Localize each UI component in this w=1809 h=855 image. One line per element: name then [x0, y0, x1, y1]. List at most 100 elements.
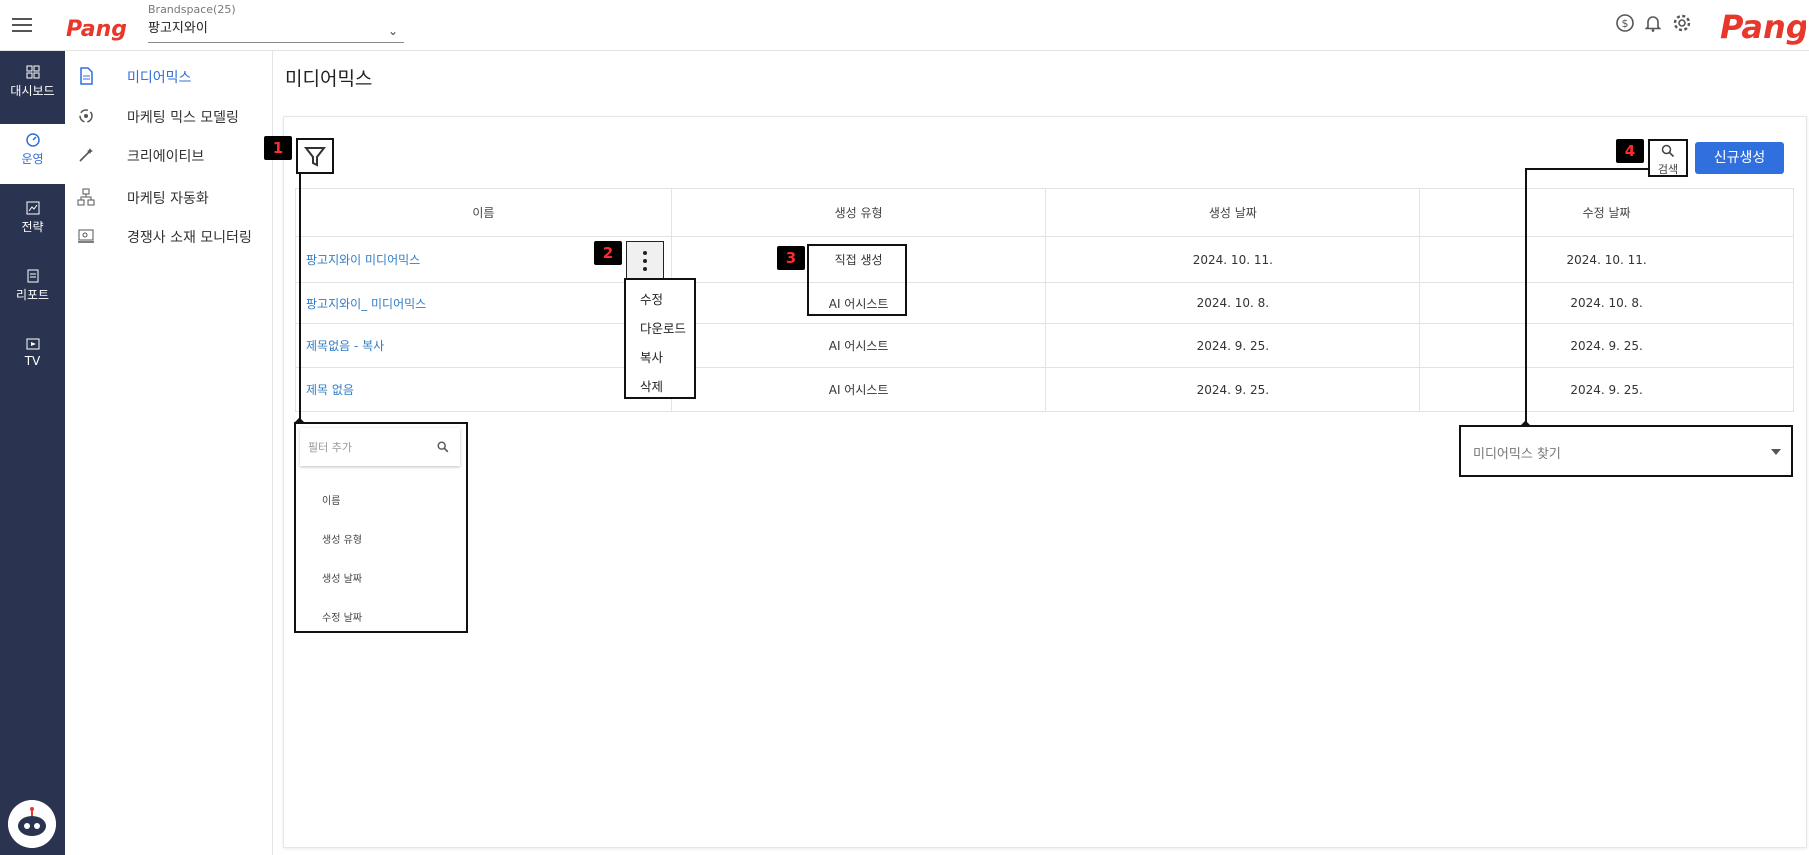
menu-item-download[interactable]: 다운로드 — [640, 321, 687, 336]
submenu-item-label: 미디어믹스 — [127, 70, 192, 86]
submenu-item-competitor-monitoring[interactable]: 경쟁사 소재 모니터링 — [65, 221, 272, 251]
menu-item-delete[interactable]: 삭제 — [640, 379, 664, 394]
rail-item-strategy[interactable]: 전략 — [0, 192, 65, 250]
row-context-menu: 수정 다운로드 복사 삭제 — [624, 278, 696, 399]
type-highlight-box — [807, 244, 907, 316]
rail-item-label: 운영 — [21, 152, 44, 166]
cycle-icon — [79, 109, 93, 123]
rail-item-label: TV — [24, 354, 41, 368]
chevron-down-icon: ⌄ — [387, 24, 398, 38]
rail-item-tv[interactable]: TV — [0, 328, 65, 386]
mediamix-table: 이름 생성 유형 생성 날짜 수정 날짜 팡고지와이 미디어믹스 직접 생성 2… — [295, 188, 1794, 412]
chatbot-avatar-icon[interactable] — [8, 800, 56, 848]
table-header-row: 이름 생성 유형 생성 날짜 수정 날짜 — [295, 188, 1794, 237]
svg-text:$: $ — [1622, 17, 1629, 30]
gauge-icon — [25, 133, 40, 147]
caret-down-icon — [1771, 449, 1781, 455]
column-header-modified[interactable]: 수정 날짜 — [1419, 188, 1794, 237]
filter-option-name[interactable]: 이름 — [322, 496, 341, 507]
row-created: 2024. 10. 8. — [1045, 282, 1421, 324]
column-header-created[interactable]: 생성 날짜 — [1045, 188, 1421, 237]
annotation-badge-1: 1 — [264, 136, 292, 160]
connector-line — [299, 174, 301, 422]
table-row: 팡고지와이_ 미디어믹스 AI 어시스트 2024. 10. 8. 2024. … — [295, 282, 1794, 324]
filter-dropdown: 필터 추가 이름 생성 유형 생성 날짜 수정 날짜 — [294, 422, 468, 633]
filter-option-modified[interactable]: 수정 날짜 — [322, 613, 362, 624]
hamburger-menu-icon[interactable] — [12, 14, 32, 34]
table-row: 제목 없음 AI 어시스트 2024. 9. 25. 2024. 9. 25. — [295, 367, 1794, 412]
search-button-label: 검색 — [1657, 163, 1679, 176]
row-modified: 2024. 9. 25. — [1419, 323, 1794, 368]
row-type: AI 어시스트 — [670, 367, 1047, 412]
filter-add-input[interactable]: 필터 추가 — [300, 428, 460, 466]
submenu-item-label: 경쟁사 소재 모니터링 — [127, 230, 252, 246]
row-name-link[interactable]: 제목없음 - 복사 — [295, 323, 672, 368]
row-type: AI 어시스트 — [670, 282, 1047, 324]
filter-icon — [303, 147, 327, 167]
gear-icon[interactable] — [1671, 12, 1693, 34]
filter-button[interactable] — [296, 138, 334, 174]
submenu-item-label: 크리에이티브 — [127, 149, 205, 165]
chart-icon — [26, 201, 39, 215]
rail-item-report[interactable]: 리포트 — [0, 260, 65, 318]
mediamix-find-placeholder: 미디어믹스 찾기 — [1473, 447, 1561, 462]
rail-item-operations[interactable]: 운영 — [0, 124, 65, 184]
row-modified: 2024. 9. 25. — [1419, 367, 1794, 412]
pango-logo[interactable]: Pango — [66, 6, 126, 44]
annotation-badge-2: 2 — [594, 241, 622, 265]
pango-logo-large: Pango — [1720, 8, 1806, 46]
svg-text:Pango: Pango — [1720, 8, 1806, 46]
secondary-menu: 미디어믹스 마케팅 믹스 모델링 크리에이티브 마케팅 자동화 경쟁사 소재 모… — [65, 51, 273, 855]
row-name-link[interactable]: 팡고지와이_ 미디어믹스 — [295, 282, 672, 324]
mediamix-find-select[interactable]: 미디어믹스 찾기 — [1459, 425, 1793, 477]
search-button[interactable]: 검색 — [1648, 139, 1688, 177]
submenu-item-automation[interactable]: 마케팅 자동화 — [65, 182, 272, 212]
hierarchy-icon — [77, 188, 95, 206]
row-more-options-icon[interactable] — [626, 241, 664, 279]
submenu-item-mmm[interactable]: 마케팅 믹스 모델링 — [65, 101, 272, 131]
row-created: 2024. 9. 25. — [1045, 367, 1421, 412]
row-created: 2024. 10. 11. — [1045, 236, 1421, 283]
rail-item-label: 전략 — [21, 220, 44, 234]
new-create-button[interactable]: 신규생성 — [1695, 142, 1784, 174]
column-header-type[interactable]: 생성 유형 — [670, 188, 1047, 237]
rail-item-dashboard[interactable]: 대시보드 — [0, 56, 65, 114]
page-title: 미디어믹스 — [285, 68, 373, 90]
svg-text:Pango: Pango — [66, 17, 126, 42]
brandspace-caption: Brandspace(25) — [148, 3, 236, 16]
row-modified: 2024. 10. 8. — [1419, 282, 1794, 324]
magic-wand-icon — [79, 148, 93, 162]
rail-item-label: 리포트 — [15, 288, 50, 302]
row-created: 2024. 9. 25. — [1045, 323, 1421, 368]
table-row: 팡고지와이 미디어믹스 직접 생성 2024. 10. 11. 2024. 10… — [295, 236, 1794, 283]
menu-item-edit[interactable]: 수정 — [640, 292, 664, 307]
left-rail: 대시보드 운영 전략 리포트 TV — [0, 51, 65, 855]
column-header-name[interactable]: 이름 — [295, 188, 672, 237]
filter-option-type[interactable]: 생성 유형 — [322, 535, 362, 546]
filter-option-created[interactable]: 생성 날짜 — [322, 574, 362, 585]
bell-icon[interactable] — [1642, 12, 1664, 34]
dashboard-icon — [26, 65, 39, 79]
table-row: 제목없음 - 복사 AI 어시스트 2024. 9. 25. 2024. 9. … — [295, 323, 1794, 368]
brandspace-select[interactable]: 팡고지와이 ⌄ — [148, 18, 404, 43]
submenu-item-mediamix[interactable]: 미디어믹스 — [65, 61, 272, 91]
menu-item-copy[interactable]: 복사 — [640, 350, 664, 365]
tv-icon — [26, 338, 39, 350]
search-icon — [437, 441, 449, 453]
submenu-item-creative[interactable]: 크리에이티브 — [65, 140, 272, 170]
connector-line — [1525, 168, 1527, 425]
report-icon — [27, 269, 38, 283]
search-icon — [1661, 144, 1675, 158]
row-type: AI 어시스트 — [670, 323, 1047, 368]
dollar-icon[interactable]: $ — [1614, 12, 1636, 34]
document-icon — [80, 67, 93, 85]
row-type: 직접 생성 — [670, 236, 1047, 283]
submenu-item-label: 마케팅 자동화 — [127, 191, 209, 207]
row-modified: 2024. 10. 11. — [1419, 236, 1794, 283]
row-name-link[interactable]: 제목 없음 — [295, 367, 672, 412]
monitor-icon — [78, 229, 94, 243]
annotation-badge-3: 3 — [777, 246, 805, 270]
rail-item-label: 대시보드 — [10, 84, 55, 98]
brandspace-value: 팡고지와이 — [148, 21, 208, 36]
filter-add-placeholder: 필터 추가 — [308, 441, 352, 454]
